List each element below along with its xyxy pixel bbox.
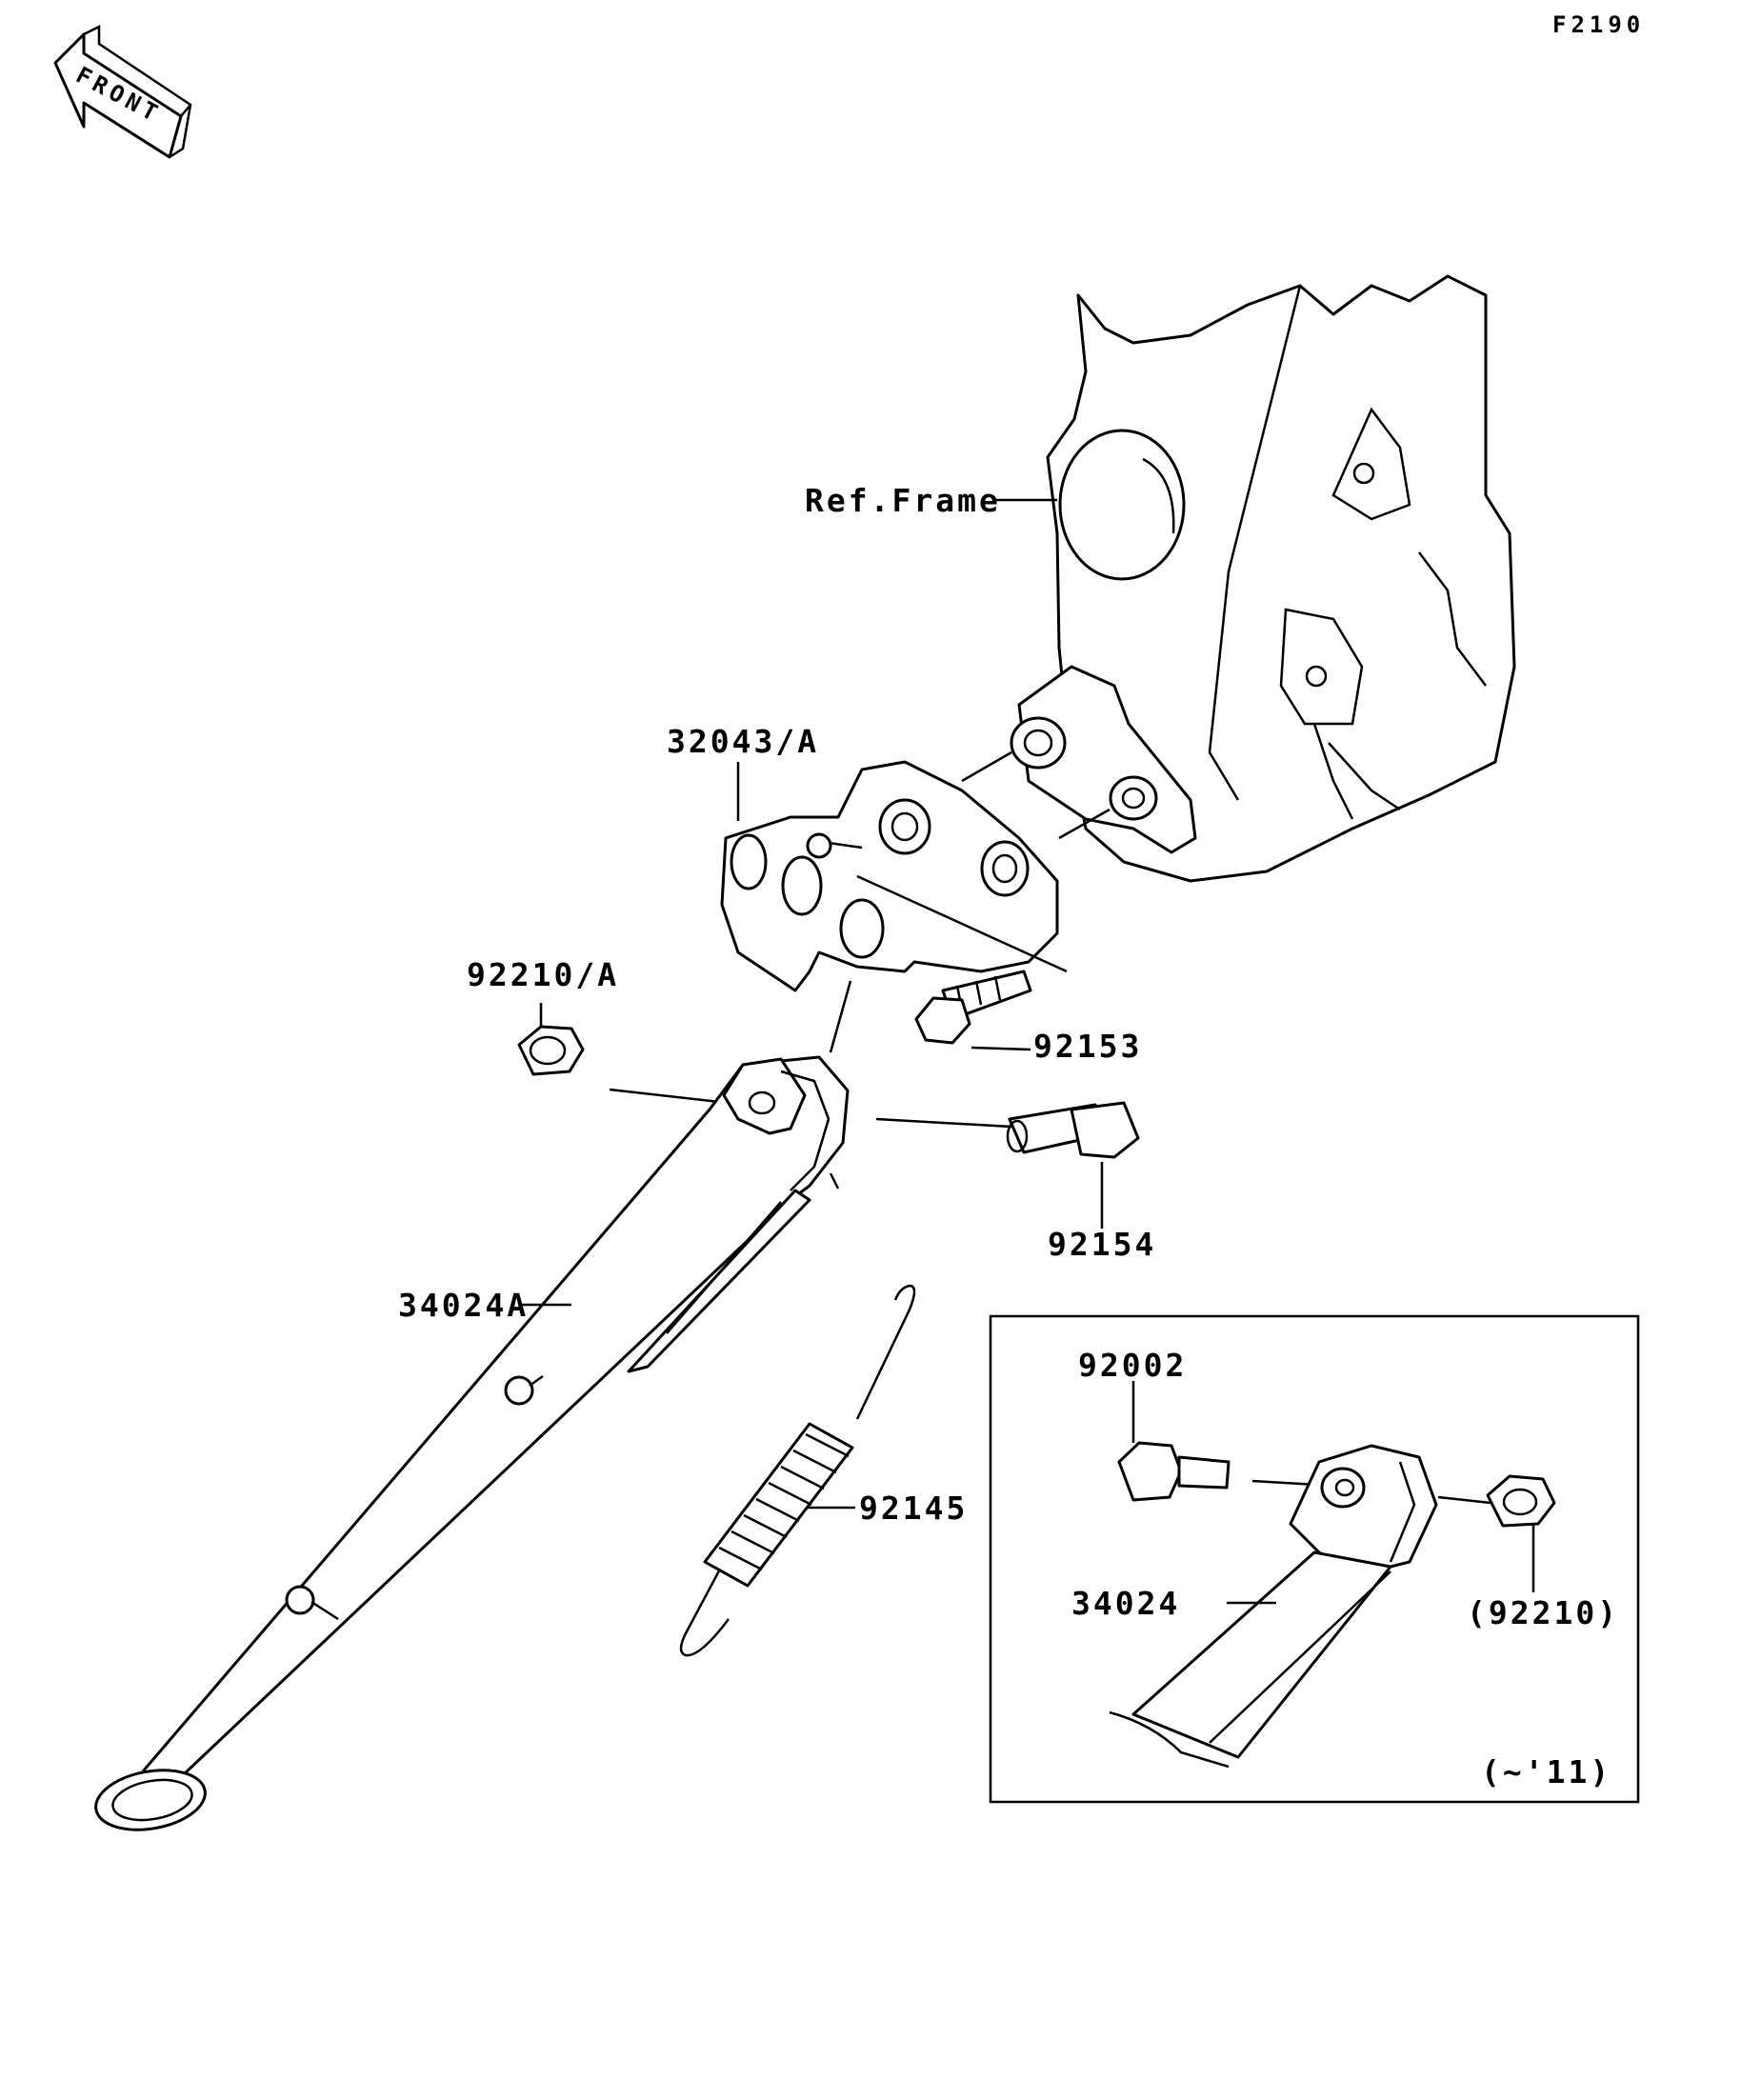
label-92154: 92154 bbox=[1048, 1226, 1156, 1263]
label-inset-92210: (92210) bbox=[1467, 1594, 1619, 1631]
label-92145: 92145 bbox=[859, 1490, 968, 1527]
stand-bracket-plate bbox=[720, 760, 1068, 1053]
label-92210-a: 92210/A bbox=[467, 956, 619, 993]
front-arrow-icon: FRONT bbox=[53, 24, 192, 159]
label-92153: 92153 bbox=[1033, 1028, 1142, 1065]
side-stand-34024a bbox=[94, 1055, 1012, 1831]
bolt-92153 bbox=[914, 970, 1032, 1051]
frame-drawing bbox=[961, 274, 1516, 883]
label-inset-92002: 92002 bbox=[1078, 1347, 1187, 1384]
figure-code: F2190 bbox=[1552, 11, 1645, 38]
label-ref-frame: Ref.Frame bbox=[805, 482, 1001, 519]
label-32043-a: 32043/A bbox=[667, 723, 819, 760]
spring-92145 bbox=[679, 1284, 916, 1657]
label-inset-applicability: (~'11) bbox=[1481, 1753, 1611, 1790]
bolt-92154 bbox=[1006, 1101, 1140, 1229]
label-34024a: 34024A bbox=[398, 1287, 529, 1324]
nut-92210-a bbox=[517, 1003, 763, 1109]
label-inset-34024: 34024 bbox=[1071, 1585, 1180, 1622]
inset-panel bbox=[989, 1314, 1640, 1804]
